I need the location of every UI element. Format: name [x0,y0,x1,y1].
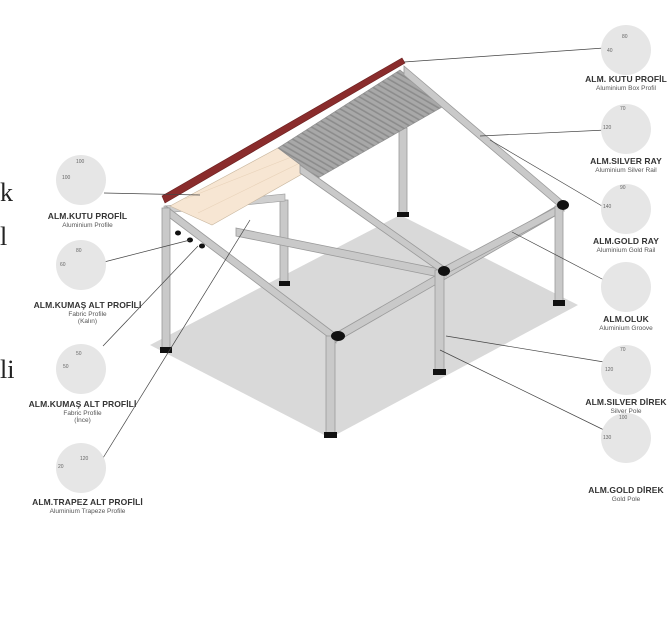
dim-width: 70 [620,347,626,353]
post-front-center [325,335,336,437]
joint [331,331,345,341]
label-title: ALM.SILVER RAY [590,156,662,166]
dim-width: 100 [76,159,85,165]
label-title: ALM. KUTU PROFİL [585,74,667,84]
dim-width: 80 [622,34,628,40]
label-title: ALM.TRAPEZ ALT PROFİLİ [32,497,143,507]
profile-circle [56,240,106,290]
base-plate [279,281,290,286]
profile-circle [601,262,651,312]
dim-height: 40 [607,48,613,54]
profile-circle [56,155,106,205]
floor-plane [150,215,578,438]
label-subtitle: Silver Pole [610,407,642,415]
label-subtitle: Aluminium Box Profil [596,84,656,92]
rafter-back [403,65,565,212]
base-plate [160,347,172,353]
dim-width: 80 [76,248,82,254]
leader-line [445,335,605,363]
dim-height: 100 [62,175,71,181]
label-gold-ray: ALM.GOLD RAY Aluminium Gold Rail [580,236,672,254]
leader-line [102,219,251,459]
label-trapez: ALM.TRAPEZ ALT PROFİLİ Aluminium Trapeze… [25,497,150,515]
label-silver-ray: ALM.SILVER RAY Aluminium Silver Rail [580,156,672,174]
label-subtitle: Aluminium Groove [599,324,653,332]
label-subtitle: Fabric Profile [68,310,107,318]
rafter-mid [441,203,563,277]
label-subtitle: Aluminium Gold Rail [596,246,656,254]
label-subtitle: Aluminium Trapeze Profile [49,507,126,515]
dim-width: 100 [619,415,628,421]
label-title: ALM.KUTU PROFİL [47,211,128,221]
label-gold-direk: ALM.GOLD DİREK Gold Pole [580,485,672,503]
leader-line [511,231,605,281]
label-oluk: ALM.OLUK Aluminium Groove [580,314,672,332]
dim-height: 130 [603,435,612,441]
label-subtitle: Aluminium Profile [62,221,113,229]
label-title: ALM.GOLD RAY [592,236,660,246]
dim-width: 70 [620,106,626,112]
leader-line [103,192,201,196]
dim-height: 120 [603,125,612,131]
dim-height: 20 [58,464,64,470]
edge-text: li [0,355,15,384]
base-plate [553,300,565,306]
ridge-beam [161,57,406,204]
label-subtitle: Fabric Profile [63,409,102,417]
label-kumas-kalin: ALM.KUMAŞ ALT PROFİLİ Fabric Profile (Ka… [25,300,150,326]
label-title: ALM.KUMAŞ ALT PROFİLİ [33,300,142,310]
profile-circle [601,413,651,463]
middle-beam [299,164,447,277]
label-kutu-profil-right: ALM. KUTU PROFİL Aluminium Box Profil [580,74,672,92]
label-silver-direk: ALM.SILVER DİREK Silver Pole [580,397,672,415]
leader-line [489,139,603,207]
label-title: ALM.KUMAŞ ALT PROFİLİ [28,399,137,409]
dim-width: 120 [80,456,89,462]
base-plate [397,212,409,217]
joint [175,230,181,236]
profile-circle [601,25,651,75]
edge-text: l [0,222,8,251]
leader-line [439,349,605,431]
dim-width: 50 [76,351,82,357]
profile-circle [56,443,106,493]
post-front-right [434,269,445,375]
base-plate [324,432,337,438]
dim-height: 50 [63,364,69,370]
post-front-left [161,207,171,351]
dim-width: 90 [620,185,626,191]
label-subtitle: Gold Pole [611,495,641,503]
profile-circle [601,104,651,154]
dim-height: 120 [605,367,614,373]
leader-line [479,129,607,137]
base-plate [433,369,446,375]
label-kumas-ince: ALM.KUMAŞ ALT PROFİLİ Fabric Profile (İn… [20,399,145,425]
joint [199,243,205,249]
label-kutu-profil-left: ALM.KUTU PROFİL Aluminium Profile [30,211,145,229]
dim-height: 60 [60,262,66,268]
profile-circle [56,344,106,394]
label-subtitle-2: (Kalın) [77,318,98,326]
edge-text: k [0,178,13,207]
label-subtitle: Aluminium Silver Rail [595,166,657,174]
label-title: ALM.SILVER DİREK [585,397,667,407]
leader-line [403,47,605,63]
dim-height: 140 [603,204,612,210]
leader-line [102,245,199,347]
label-title: ALM.OLUK [603,314,649,324]
joint [438,266,450,276]
leader-line [103,239,191,263]
profile-circle [601,345,651,395]
label-title: ALM.GOLD DİREK [588,485,664,495]
profile-circle [601,184,651,234]
joint [557,200,569,210]
label-subtitle-2: (İnce) [74,417,91,425]
post-back-right [398,127,408,217]
